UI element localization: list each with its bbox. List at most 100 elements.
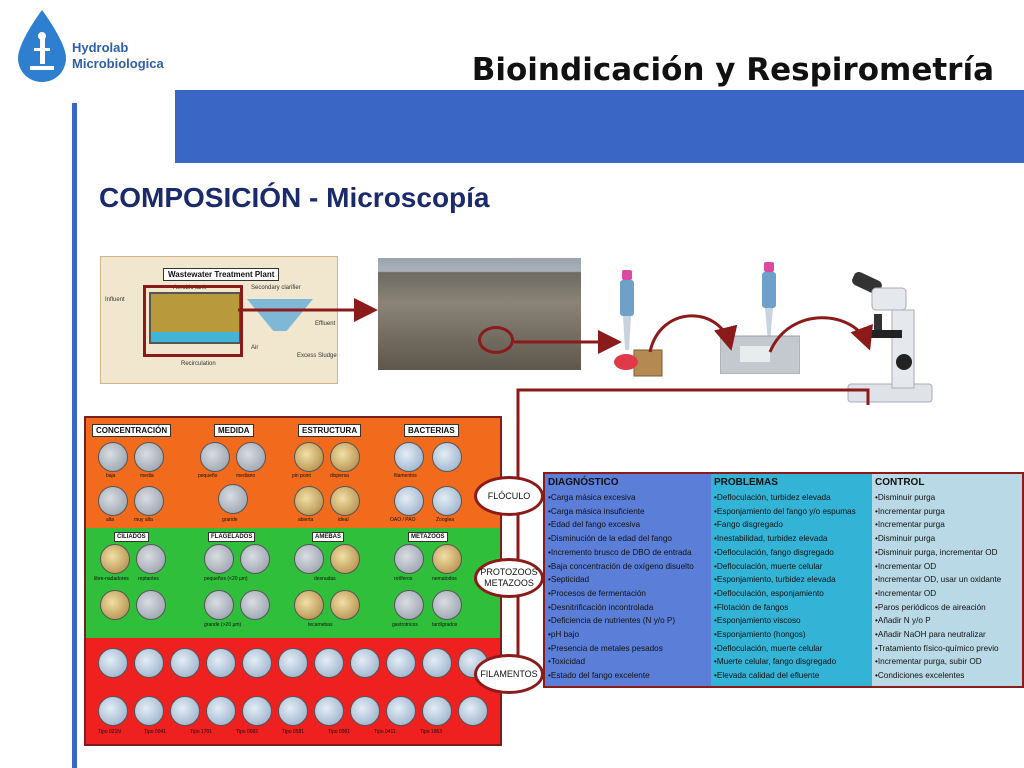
caption: Tipo 0092 (236, 729, 259, 735)
table-row: •Disminuir purga (875, 493, 936, 502)
logo-line-1: Hydrolab (72, 40, 129, 55)
caption: pin point (292, 473, 311, 479)
table-row: •Esponjamiento (hongos) (714, 630, 806, 640)
micrograph (314, 648, 344, 678)
micrograph (422, 696, 452, 726)
table-row: •Incrementar OD, usar un oxidante (875, 575, 1002, 585)
caption: libre-nadadores (94, 576, 129, 582)
table-row: •Incrementar purga, subir OD (875, 657, 982, 667)
caption: tardígrados (432, 622, 458, 628)
table-row: •Carga másica insuficiente (548, 506, 645, 516)
caption: nematodos (432, 576, 457, 582)
bubble-protozoos-line1: PROTOZOOS (480, 567, 538, 577)
micrograph (100, 590, 130, 620)
control-list: •Disminuir purga •Incrementar purga •Incre… (875, 491, 1019, 683)
header-estructura: ESTRUCTURA (298, 424, 362, 437)
micrograph (394, 544, 424, 574)
table-row: •Añadir N y/o P (875, 616, 931, 626)
micrograph (294, 544, 324, 574)
caption: Tipo 0581 (282, 729, 305, 735)
micrograph (98, 696, 128, 726)
sample-pipette-illustration (612, 268, 666, 378)
table-row: •Defloculación, muerte celular (714, 643, 823, 653)
micrograph (386, 696, 416, 726)
table-row: •pH bajo (548, 630, 580, 640)
column-header: DIAGNÓSTICO (548, 477, 619, 488)
table-row: •Incremento brusco de DBO de entrada (548, 547, 692, 557)
clarifier-label: Secondary clarifier (251, 285, 301, 291)
caption: Tipo 0961 (328, 729, 351, 735)
caption: OAO / PAO (390, 517, 416, 523)
micrograph (170, 648, 200, 678)
table-row: •Edad del fango excesiva (548, 520, 641, 530)
caption: Tipo 021N (98, 729, 121, 735)
microscope-slide-illustration (720, 262, 800, 374)
caption: Tipo 0041 (144, 729, 167, 735)
caption: baja (106, 473, 116, 479)
logo-line-2: Microbiologica (72, 56, 164, 71)
caption: abierta (298, 517, 314, 523)
table-row: •Procesos de fermentación (548, 588, 646, 598)
header-flagelados: FLAGELADOS (208, 532, 256, 542)
micrograph (432, 590, 462, 620)
micrograph (350, 648, 380, 678)
table-row: •Incrementar purga (875, 506, 945, 516)
microscope-drop-icon (18, 10, 66, 82)
problemas-list: •Defloculación, turbidez elevada•Esponja… (714, 491, 869, 683)
header-ciliados: CILIADOS (114, 532, 149, 542)
filament-band: Tipo 021N Tipo 0041 Tipo 1701 Tipo 0092 … (86, 638, 500, 744)
table-row: •Estado del fango excelente (548, 671, 650, 681)
micrograph (134, 486, 164, 516)
bubble-filamentos: FILAMENTOS (474, 654, 544, 694)
caption: filamentos (394, 473, 417, 479)
caption: tecamebas (308, 622, 333, 628)
floc-band: CONCENTRACIÓN MEDIDA ESTRUCTURA BACTERIA… (86, 418, 500, 528)
column-diagnostico: DIAGNÓSTICO •Carga másica excesiva•Carga… (545, 474, 711, 686)
bubble-metazoos-line2: METAZOOS (484, 578, 534, 588)
table-row: •Incrementar OD (875, 561, 937, 571)
table-row: •Esponjamiento del fango y/o espumas (714, 506, 856, 516)
table-row: •Deficiencia de nutrientes (N y/o P) (548, 616, 676, 626)
header-concentracion: CONCENTRACIÓN (92, 424, 172, 437)
table-row: •Carga másica excesiva (548, 493, 636, 502)
micrograph (242, 696, 272, 726)
micrograph (242, 648, 272, 678)
micrograph (218, 484, 248, 514)
micrograph (204, 544, 234, 574)
micrograph (206, 696, 236, 726)
caption: Tipo 1863 (420, 729, 443, 735)
header-amebas: AMEBAS (312, 532, 345, 542)
micrograph (394, 442, 424, 472)
micrograph (236, 442, 266, 472)
micrograph (432, 544, 462, 574)
recirculation-label: Recirculation (181, 361, 216, 367)
excess-sludge-label: Excess Sludge (297, 353, 337, 359)
micrograph (294, 442, 324, 472)
table-row: •Desnitrificación incontrolada (548, 602, 654, 612)
caption: grande (>20 µm) (204, 622, 242, 628)
micrograph (386, 648, 416, 678)
caption: gastrotricos (392, 622, 418, 628)
table-row: •Disminuir purga, incrementar OD (875, 547, 998, 557)
table-row: •Muerte celular, fango disgregado (714, 657, 837, 667)
header-bacterias: BACTERIAS (404, 424, 459, 437)
micrograph (240, 544, 270, 574)
micrograph (330, 486, 360, 516)
table-row: •Incrementar purga (875, 520, 945, 530)
effluent-label: Effluent (315, 321, 336, 327)
air-label: Air (251, 345, 259, 351)
table-row: •Elevada calidad del efluente (714, 671, 820, 681)
micrograph (136, 544, 166, 574)
caption: Zooglea (436, 517, 455, 523)
caption: pequeños (<20 µm) (204, 576, 248, 582)
micrograph (98, 648, 128, 678)
table-row: •Defloculación, muerte celular (714, 561, 823, 571)
micrograph (294, 590, 324, 620)
plant-label: Wastewater Treatment Plant (163, 268, 280, 281)
diagnostico-list: •Carga másica excesiva •Carga másica insu… (548, 491, 708, 683)
caption: Tipo 0411 (374, 729, 396, 735)
diagnostic-table: DIAGNÓSTICO •Carga másica excesiva•Carga… (543, 472, 1024, 688)
microscope-illustration (838, 270, 938, 404)
column-problemas: PROBLEMAS •Defloculación, turbidez eleva… (711, 474, 872, 686)
